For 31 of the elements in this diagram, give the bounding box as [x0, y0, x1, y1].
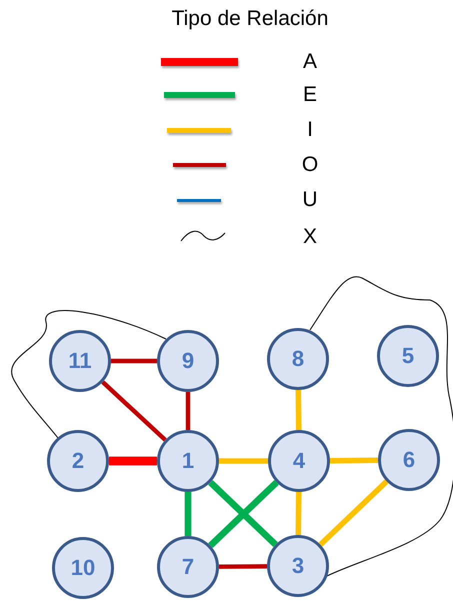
relation-line [296, 492, 302, 536]
legend-label: A [302, 51, 318, 72]
relation-line [330, 458, 378, 464]
node-number: 7 [182, 556, 194, 578]
legend-label: E [302, 84, 318, 105]
node-number: 4 [292, 450, 306, 472]
relation-line [184, 492, 192, 536]
node-number: 8 [292, 348, 304, 370]
relation-line [318, 479, 388, 547]
wavy-connector [310, 276, 453, 576]
node-number: 5 [402, 345, 414, 367]
legend-title: Tipo de Relación [170, 6, 330, 32]
legend-label: X [302, 226, 318, 247]
node-number: 11 [68, 350, 92, 372]
wavy-connector [11, 310, 166, 438]
relation-line [111, 358, 157, 364]
relation-line [186, 392, 190, 430]
legend-label: O [300, 154, 320, 175]
legend-label: U [301, 189, 319, 210]
node-number: 1 [182, 450, 194, 472]
node-number: 3 [292, 555, 304, 577]
node-number: 6 [402, 449, 416, 471]
node-number: 9 [182, 350, 194, 372]
node-number: 10 [70, 557, 96, 579]
relation-line [218, 564, 268, 569]
relation-line [219, 458, 268, 464]
relation-line [101, 380, 167, 442]
relation-line [296, 390, 302, 430]
node-number: 2 [72, 450, 84, 472]
relation-line [109, 456, 157, 466]
legend-label: I [306, 119, 314, 140]
